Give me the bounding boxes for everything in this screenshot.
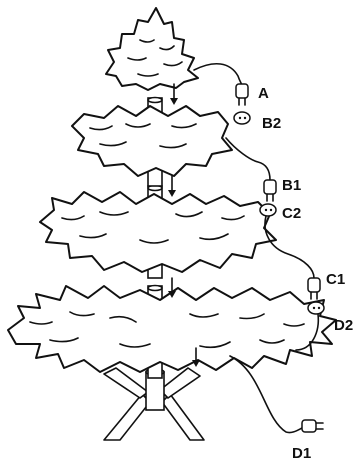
label-d2: D2 [334, 317, 353, 334]
label-a: A [258, 85, 269, 102]
male-plug-icon [236, 84, 248, 105]
label-b2: B2 [262, 115, 281, 132]
label-d1: D1 [292, 445, 311, 462]
male-plug-icon [308, 278, 320, 299]
tier-bottom [8, 286, 336, 379]
female-socket-icon [308, 302, 324, 314]
female-socket-icon [234, 112, 250, 124]
tier-upper [72, 98, 232, 187]
down-arrow-icon [168, 176, 176, 197]
label-c1: C1 [326, 271, 345, 288]
male-plug-icon [264, 180, 276, 201]
label-c2: C2 [282, 205, 301, 222]
male-plug-icon [302, 420, 323, 432]
female-socket-icon [260, 204, 276, 216]
label-b1: B1 [282, 177, 301, 194]
tier-middle [40, 186, 276, 279]
tier-top [106, 8, 198, 90]
